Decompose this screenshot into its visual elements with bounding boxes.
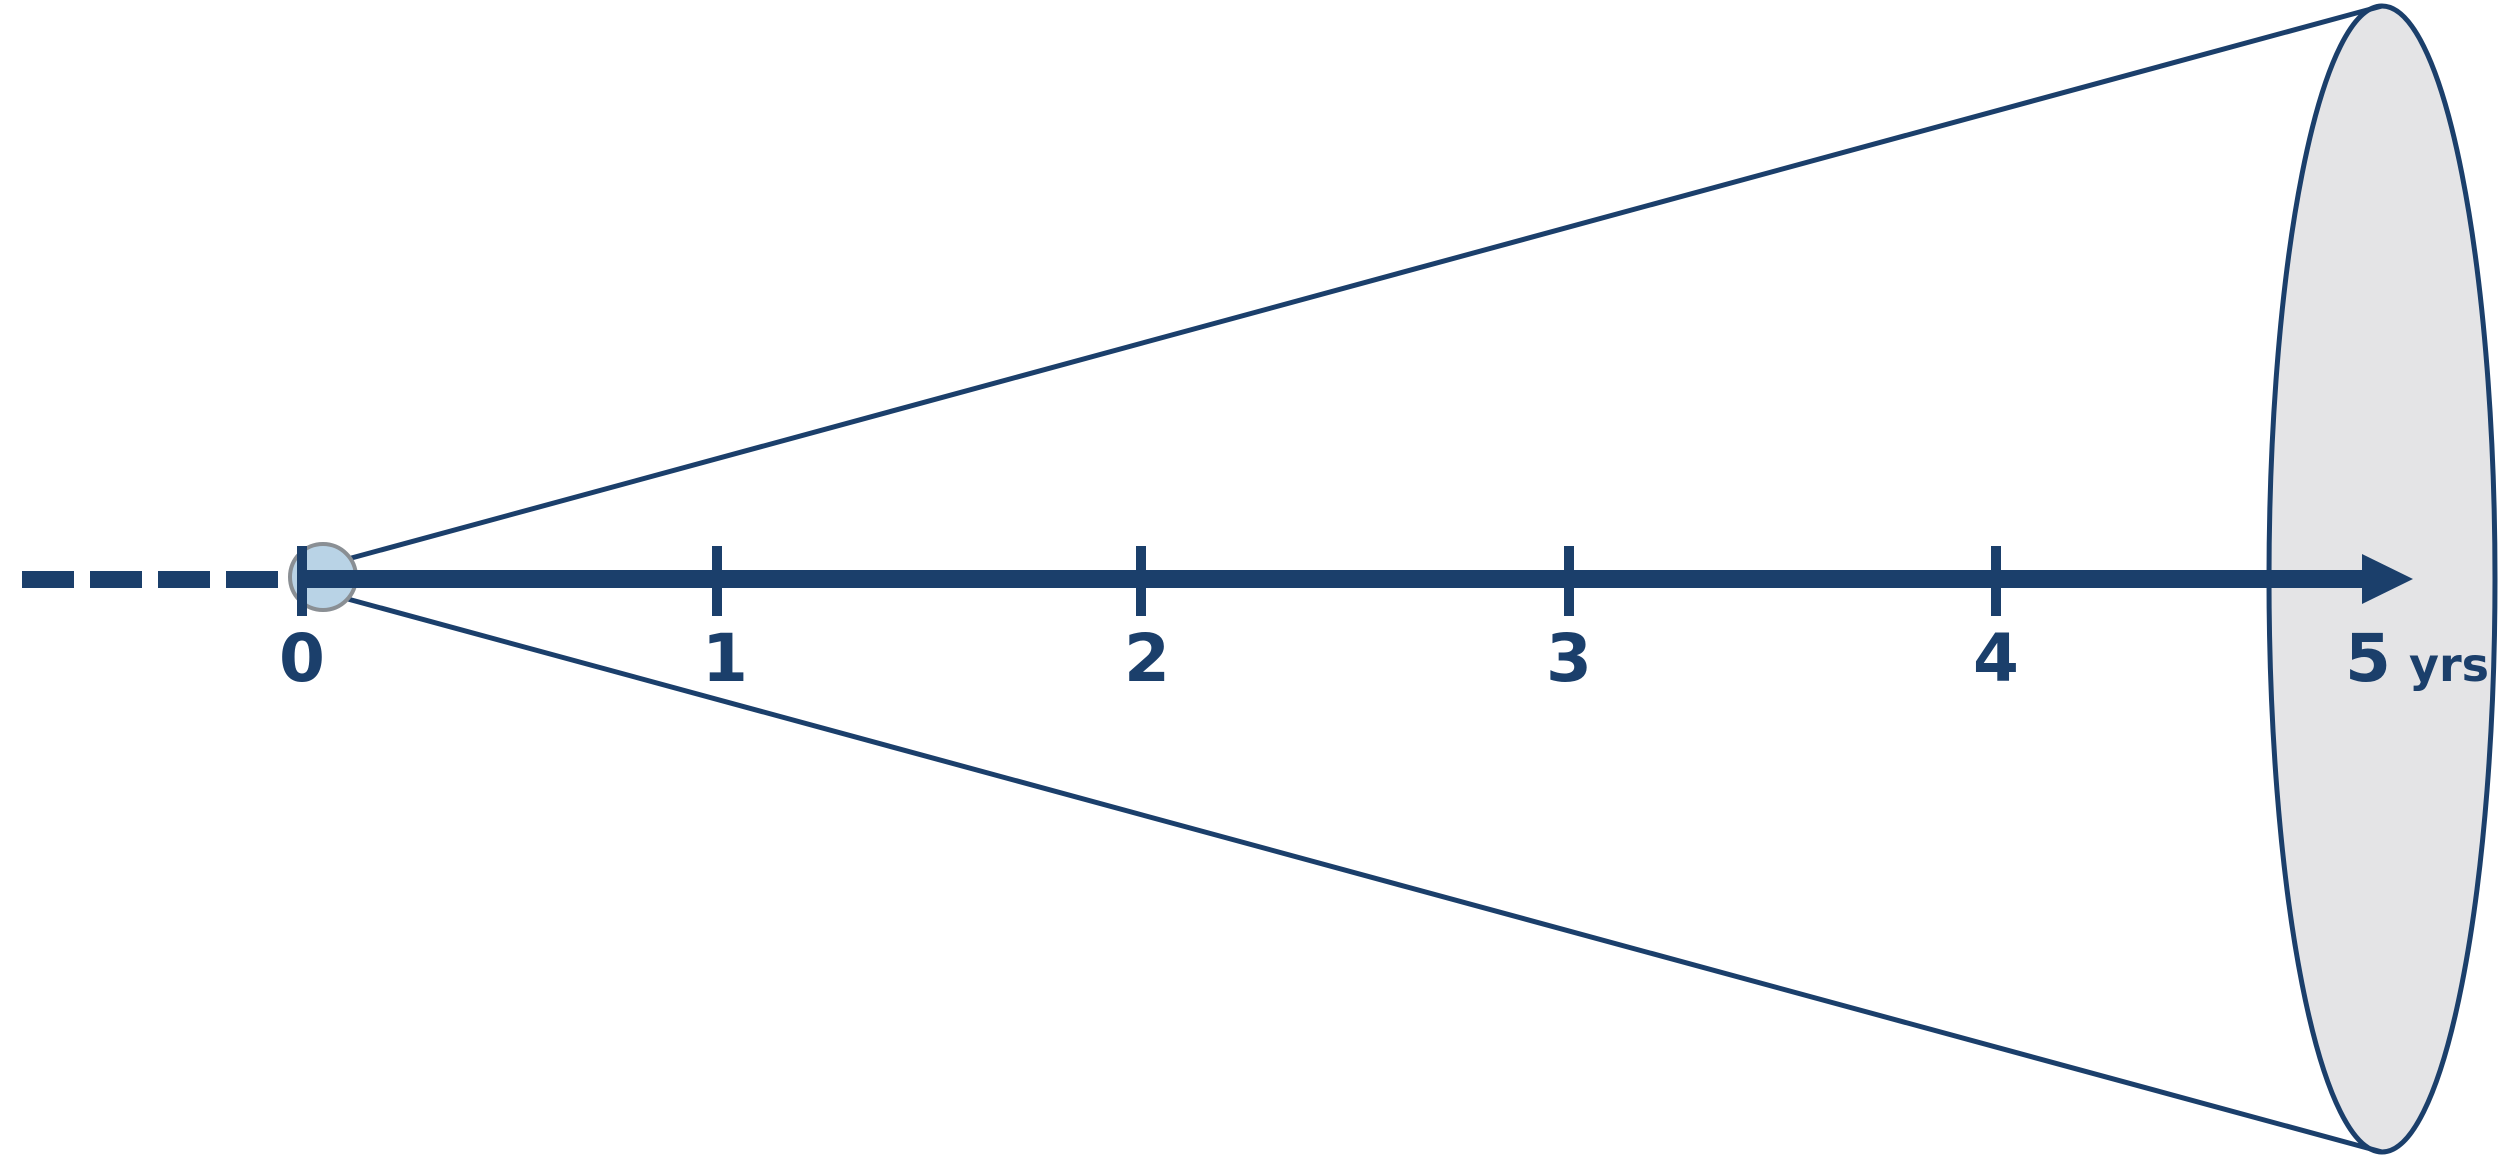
tick-label-4: 4 xyxy=(1973,620,2019,697)
dash-segment xyxy=(90,571,142,588)
past-dashed-line xyxy=(22,571,278,588)
tick-label-5: 5 xyxy=(2345,620,2391,697)
timeline-ticks xyxy=(297,546,2001,616)
tick-mark-1 xyxy=(712,546,722,616)
dash-segment xyxy=(158,571,210,588)
tick-mark-3 xyxy=(1564,546,1574,616)
tick-label-0: 0 xyxy=(279,620,325,697)
timeline-labels: 0 1 2 3 4 5 xyxy=(279,620,2391,697)
timeline-axis xyxy=(298,570,2368,588)
unit-label: yrs xyxy=(2409,638,2489,692)
dash-segment xyxy=(22,571,74,588)
tick-mark-4 xyxy=(1991,546,2001,616)
arrow-right-icon xyxy=(2362,554,2413,604)
cone-upper-edge xyxy=(299,3,2383,575)
cone-lower-edge xyxy=(299,583,2383,1155)
tick-label-3: 3 xyxy=(1546,620,1592,697)
tick-mark-0 xyxy=(297,546,307,616)
dash-segment xyxy=(226,571,278,588)
tick-label-1: 1 xyxy=(702,620,748,697)
tick-mark-2 xyxy=(1136,546,1146,616)
tick-label-2: 2 xyxy=(1124,620,1170,697)
